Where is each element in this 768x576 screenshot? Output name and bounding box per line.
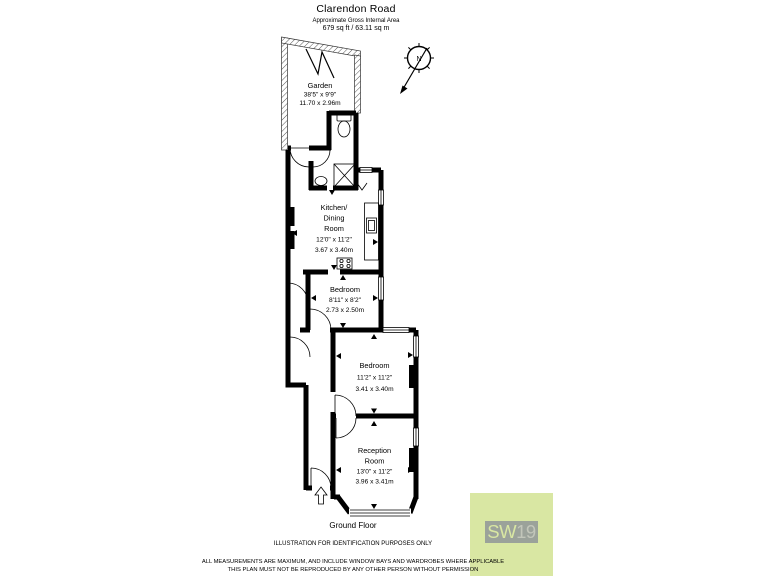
kitchen-radiator-upper	[285, 207, 295, 226]
svg-text:11'2" x 11'2": 11'2" x 11'2"	[357, 375, 393, 382]
measurement-arrows	[292, 190, 413, 509]
svg-text:Bedroom: Bedroom	[360, 361, 390, 370]
bedroom1-door-arc	[309, 308, 332, 331]
compass-needle	[402, 47, 428, 90]
reception-chimney	[409, 448, 419, 472]
disclaimer-line-2: THIS PLAN MUST NOT BE REPRODUCED BY ANY …	[227, 566, 479, 573]
svg-text:3.67 x 3.40m: 3.67 x 3.40m	[315, 247, 354, 254]
area-value: 679 sq ft / 63.11 sq m	[322, 25, 390, 32]
kitchen-label: Kitchen/ Dining Room 12'0" x 11'2" 3.67 …	[315, 203, 354, 254]
kitchen-radiator-lower	[285, 231, 295, 249]
svg-text:2.73 x 2.50m: 2.73 x 2.50m	[326, 307, 365, 314]
back-door-arc	[289, 147, 310, 168]
svg-text:Kitchen/: Kitchen/	[321, 203, 349, 212]
shower-icon	[333, 163, 356, 188]
svg-text:3.41 x 3.40m: 3.41 x 3.40m	[355, 386, 394, 393]
reception-door-arc	[335, 417, 357, 439]
kitchen-counter	[364, 202, 379, 261]
bedroom2-door-arc	[334, 394, 357, 417]
entrance-arrow-icon	[314, 486, 328, 505]
svg-text:13'0" x 11'2": 13'0" x 11'2"	[357, 469, 393, 476]
sw19-logo-suffix: 19	[516, 521, 536, 542]
sw19-logo-prefix: SW	[487, 521, 517, 542]
svg-text:Room: Room	[365, 457, 385, 466]
bedroom1-label: Bedroom 8'11" x 8'2" 2.73 x 2.50m	[326, 285, 365, 314]
svg-text:Room: Room	[324, 224, 344, 233]
basin-icon	[314, 176, 328, 186]
room-labels: Garden 38'5" x 9'9" 11.70 x 2.96m Kitche…	[299, 81, 394, 486]
compass-needle-head	[400, 85, 408, 94]
kitchen-sink-icon	[366, 217, 377, 234]
svg-text:Bedroom: Bedroom	[330, 285, 360, 294]
illustration-note: ILLUSTRATION FOR IDENTIFICATION PURPOSES…	[273, 541, 433, 547]
toilet-icon	[336, 113, 352, 138]
svg-text:12'0" x 11'2": 12'0" x 11'2"	[316, 237, 352, 244]
svg-text:11.70 x 2.96m: 11.70 x 2.96m	[299, 100, 341, 107]
fixtures	[314, 113, 379, 270]
door-arcs	[287, 147, 357, 489]
garden-label: Garden 38'5" x 9'9" 11.70 x 2.96m	[299, 81, 341, 107]
reception-label: Reception Room 13'0" x 11'2" 3.96 x 3.41…	[355, 446, 394, 486]
hallway-door-arc-2	[289, 336, 311, 358]
svg-text:8'11" x 8'2": 8'11" x 8'2"	[329, 297, 362, 304]
bedroom2-chimney	[409, 365, 419, 388]
page-title: Clarendon Road	[316, 3, 396, 15]
garden-wall-left	[281, 37, 288, 151]
bedroom2-label: Bedroom 11'2" x 11'2" 3.41 x 3.40m	[355, 361, 394, 393]
svg-text:Reception: Reception	[358, 446, 391, 455]
hob-icon	[336, 257, 353, 270]
disclaimer-line-1: ALL MEASUREMENTS ARE MAXIMUM, AND INCLUD…	[201, 559, 505, 565]
svg-text:3.96 x 3.41m: 3.96 x 3.41m	[355, 479, 394, 486]
svg-text:Garden: Garden	[308, 81, 333, 90]
wall-projections	[285, 207, 419, 472]
garden-wall-top	[281, 36, 361, 58]
compass-north-label: N	[416, 56, 421, 63]
bay-window	[349, 508, 411, 518]
bathroom-door-arc	[312, 149, 331, 168]
svg-text:38'5" x 9'9": 38'5" x 9'9"	[304, 92, 337, 99]
windows	[349, 167, 419, 518]
hallway-door-arc-1	[287, 282, 309, 304]
garden-wall-right	[354, 54, 361, 114]
area-subtitle: Approximate Gross Internal Area	[312, 18, 400, 24]
window-swing-mark	[356, 182, 368, 191]
front-door-arc	[310, 467, 332, 489]
garden-break-zigzag	[305, 48, 335, 79]
floor-label: Ground Floor	[329, 521, 377, 530]
svg-text:Dining: Dining	[324, 214, 345, 223]
compass-icon: N	[400, 43, 434, 94]
